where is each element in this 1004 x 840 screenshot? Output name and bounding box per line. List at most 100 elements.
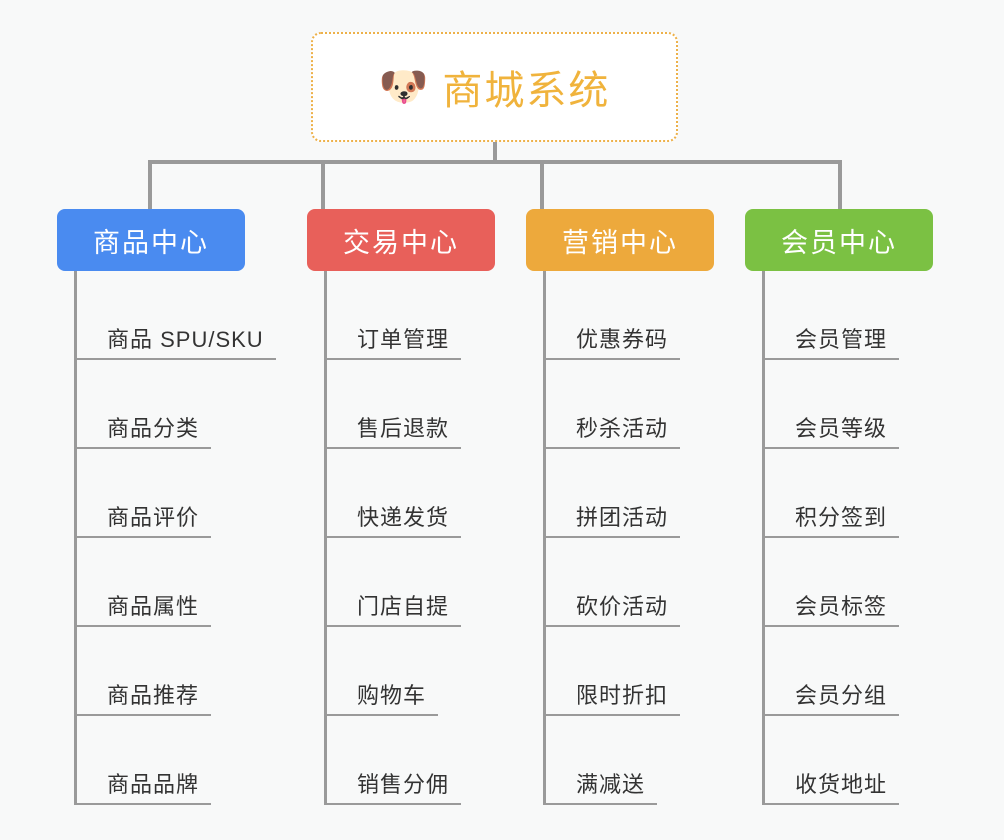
branch-item[interactable]: 会员管理 [762, 271, 933, 360]
branch-item-label: 拼团活动 [576, 504, 669, 530]
branch-item[interactable]: 会员标签 [762, 538, 933, 627]
connector-horizontal-bus [148, 160, 842, 164]
branch-body-marketing-center: 优惠券码秒杀活动拼团活动砍价活动限时折扣满减送 [543, 271, 714, 805]
branch-item-underline: 商品推荐 [77, 682, 212, 716]
branch-item-underline: 限时折扣 [546, 682, 681, 716]
branch-item-underline: 会员等级 [765, 415, 900, 449]
branch-item-underline: 砍价活动 [546, 593, 681, 627]
branch-item[interactable]: 商品属性 [74, 538, 245, 627]
branch-item[interactable]: 购物车 [324, 627, 495, 716]
branch-item[interactable]: 商品 SPU/SKU [74, 271, 276, 360]
branch-item-label: 满减送 [576, 771, 646, 797]
branch-column-marketing-center: 营销中心优惠券码秒杀活动拼团活动砍价活动限时折扣满减送 [526, 209, 714, 805]
branch-spine-marketing-center [543, 271, 546, 805]
branch-item-label: 积分签到 [795, 504, 888, 530]
branch-item-underline: 优惠券码 [546, 326, 681, 360]
branch-item-label: 门店自提 [357, 593, 450, 619]
branch-item-underline: 快递发货 [327, 504, 462, 538]
branch-item[interactable]: 订单管理 [324, 271, 495, 360]
root-node[interactable]: 🐶 商城系统 [311, 32, 678, 142]
branch-item-underline: 收货地址 [765, 771, 900, 805]
branch-item-label: 秒杀活动 [576, 415, 669, 441]
branch-spine-trade-center [324, 271, 327, 805]
branch-header-product-center[interactable]: 商品中心 [57, 209, 245, 271]
branch-item-underline: 商品属性 [77, 593, 212, 627]
branch-spine-product-center [74, 271, 77, 805]
branch-item-label: 优惠券码 [576, 326, 669, 352]
branch-item-label: 商品品牌 [107, 771, 200, 797]
branch-item[interactable]: 商品推荐 [74, 627, 245, 716]
branch-item-underline: 秒杀活动 [546, 415, 681, 449]
branch-item-label: 会员分组 [795, 682, 888, 708]
branch-item-label: 销售分佣 [357, 771, 450, 797]
branch-item[interactable]: 优惠券码 [543, 271, 714, 360]
branch-item[interactable]: 快递发货 [324, 449, 495, 538]
dog-face-icon: 🐶 [378, 65, 429, 109]
branch-item-underline: 会员分组 [765, 682, 900, 716]
branch-item-underline: 商品 SPU/SKU [77, 326, 276, 360]
branch-item-label: 会员等级 [795, 415, 888, 441]
branch-item-underline: 购物车 [327, 682, 439, 716]
branch-body-product-center: 商品 SPU/SKU 商品分类商品评价商品属性商品推荐商品品牌 [74, 271, 276, 805]
branch-header-label: 营销中心 [562, 227, 678, 258]
branch-item[interactable]: 商品品牌 [74, 716, 245, 805]
connector-drop-marketing-center [540, 160, 544, 210]
branch-item-label: 限时折扣 [576, 682, 669, 708]
branch-item-underline: 售后退款 [327, 415, 462, 449]
branch-header-trade-center[interactable]: 交易中心 [307, 209, 495, 271]
branch-item-label: 商品评价 [107, 504, 200, 530]
branch-item-underline: 满减送 [546, 771, 658, 805]
connector-drop-product-center [148, 160, 152, 210]
branch-item-label: 商品推荐 [107, 682, 200, 708]
branch-spine-member-center [762, 271, 765, 805]
branch-item[interactable]: 会员分组 [762, 627, 933, 716]
branch-column-product-center: 商品中心商品 SPU/SKU 商品分类商品评价商品属性商品推荐商品品牌 [57, 209, 276, 805]
branch-item-underline: 拼团活动 [546, 504, 681, 538]
branch-item[interactable]: 限时折扣 [543, 627, 714, 716]
root-title: 商城系统 [442, 69, 611, 113]
branch-column-trade-center: 交易中心订单管理售后退款快递发货门店自提购物车销售分佣 [307, 209, 495, 805]
branch-item-label: 商品属性 [107, 593, 200, 619]
connector-root-stem [493, 142, 497, 164]
branch-item-underline: 商品品牌 [77, 771, 212, 805]
branch-header-label: 会员中心 [781, 227, 897, 258]
branch-item[interactable]: 收货地址 [762, 716, 933, 805]
branch-header-label: 商品中心 [93, 227, 209, 258]
branch-item-label: 收货地址 [795, 771, 888, 797]
branch-item[interactable]: 门店自提 [324, 538, 495, 627]
branch-item-label: 会员标签 [795, 593, 888, 619]
branch-item[interactable]: 积分签到 [762, 449, 933, 538]
branch-item-underline: 积分签到 [765, 504, 900, 538]
branch-item[interactable]: 满减送 [543, 716, 714, 805]
branch-item-underline: 销售分佣 [327, 771, 462, 805]
branch-item[interactable]: 会员等级 [762, 360, 933, 449]
connector-drop-trade-center [321, 160, 325, 210]
branch-header-marketing-center[interactable]: 营销中心 [526, 209, 714, 271]
branch-item[interactable]: 秒杀活动 [543, 360, 714, 449]
branch-item[interactable]: 商品分类 [74, 360, 245, 449]
branch-header-member-center[interactable]: 会员中心 [745, 209, 933, 271]
branch-column-member-center: 会员中心会员管理会员等级积分签到会员标签会员分组收货地址 [745, 209, 933, 805]
branch-body-trade-center: 订单管理售后退款快递发货门店自提购物车销售分佣 [324, 271, 495, 805]
connector-drop-member-center [838, 160, 842, 210]
branch-item-label: 订单管理 [357, 326, 450, 352]
branch-item-label: 售后退款 [357, 415, 450, 441]
branch-item-label: 快递发货 [357, 504, 450, 530]
branch-item-label: 购物车 [357, 682, 427, 708]
branch-item-label: 砍价活动 [576, 593, 669, 619]
branch-item-underline: 门店自提 [327, 593, 462, 627]
branch-item[interactable]: 售后退款 [324, 360, 495, 449]
branch-item-underline: 订单管理 [327, 326, 462, 360]
branch-item-underline: 商品评价 [77, 504, 212, 538]
branch-item[interactable]: 砍价活动 [543, 538, 714, 627]
branch-item[interactable]: 拼团活动 [543, 449, 714, 538]
branch-item-label: 会员管理 [795, 326, 888, 352]
branch-item-label: 商品 SPU/SKU [107, 326, 264, 352]
branch-item[interactable]: 商品评价 [74, 449, 245, 538]
branch-item[interactable]: 销售分佣 [324, 716, 495, 805]
branch-item-label: 商品分类 [107, 415, 200, 441]
branch-item-underline: 商品分类 [77, 415, 212, 449]
branch-header-label: 交易中心 [343, 227, 459, 258]
branch-body-member-center: 会员管理会员等级积分签到会员标签会员分组收货地址 [762, 271, 933, 805]
